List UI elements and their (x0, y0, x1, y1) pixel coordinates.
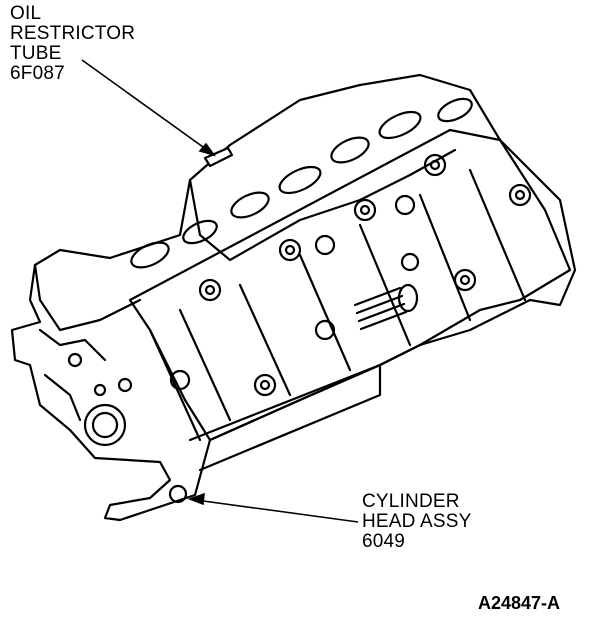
cylinder-head-assy-label: CYLINDER HEAD ASSY 6049 (362, 492, 472, 552)
oil-label-line-1: OIL (10, 3, 42, 24)
oil-leader-line (81, 59, 211, 153)
cyl-label-line-3: 6049 (362, 531, 406, 552)
head-outline (10, 73, 577, 522)
oil-label-line-2: RESTRICTOR (10, 23, 136, 44)
oil-restrictor-tube-label: OIL RESTRICTOR TUBE 6F087 (10, 4, 135, 84)
cam-cover-face (128, 128, 572, 442)
cyl-leader-line (195, 499, 359, 523)
figure-id: A24847-A (478, 593, 561, 613)
cyl-label-line-1: CYLINDER (362, 491, 460, 512)
oil-label-line-4: 6F087 (10, 63, 65, 84)
valve-spring (353, 286, 408, 331)
cyl-label-line-2: HEAD ASSY (362, 511, 472, 532)
oil-restrictor-tube (203, 146, 234, 168)
oil-label-line-3: TUBE (10, 43, 62, 64)
